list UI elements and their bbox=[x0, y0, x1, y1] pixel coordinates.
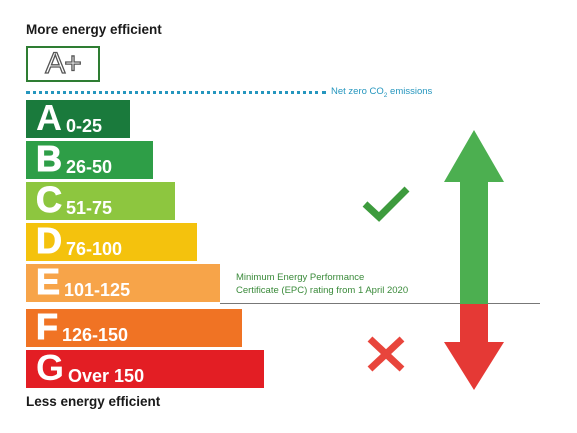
minimum-epc-line-2: Certificate (EPC) rating from 1 April 20… bbox=[236, 285, 409, 296]
band-letter: F bbox=[36, 306, 59, 347]
minimum-epc-line-1: Minimum Energy Performance bbox=[236, 272, 365, 283]
band-range: Over 150 bbox=[68, 366, 145, 386]
band-range: 101-125 bbox=[64, 280, 131, 300]
band-e: E 101-125 bbox=[26, 261, 220, 302]
band-letter: A bbox=[36, 97, 62, 138]
band-g: G Over 150 bbox=[26, 350, 264, 388]
arrow-up-icon bbox=[444, 130, 504, 305]
band-letter: B bbox=[36, 138, 63, 179]
band-f: F 126-150 bbox=[26, 306, 242, 347]
band-range: 126-150 bbox=[62, 325, 129, 345]
band-c: C 51-75 bbox=[26, 179, 175, 220]
aplus-label: A+ bbox=[45, 47, 83, 80]
band-letter: C bbox=[36, 179, 63, 220]
check-icon bbox=[362, 186, 410, 222]
band-range: 76-100 bbox=[66, 239, 123, 259]
band-b: B 26-50 bbox=[26, 138, 153, 179]
cross-icon bbox=[367, 336, 405, 372]
less-efficient-label: Less energy efficient bbox=[26, 394, 161, 409]
net-zero-dotted-line bbox=[26, 91, 326, 94]
minimum-epc-note: Minimum Energy Performance Certificate (… bbox=[236, 271, 408, 297]
band-letter: E bbox=[35, 261, 61, 302]
band-range: 0-25 bbox=[66, 116, 103, 136]
more-efficient-label: More energy efficient bbox=[26, 22, 162, 37]
band-range: 51-75 bbox=[66, 198, 113, 218]
minimum-threshold-line bbox=[220, 303, 540, 304]
net-zero-label: Net zero CO2 emissions bbox=[331, 86, 433, 99]
arrow-down-icon bbox=[444, 304, 504, 390]
band-d: D 76-100 bbox=[26, 220, 197, 261]
band-range: 26-50 bbox=[66, 157, 113, 177]
band-a: A 0-25 bbox=[26, 100, 130, 138]
band-letter: D bbox=[36, 220, 63, 261]
aplus-rating-box: A+ bbox=[26, 46, 100, 82]
band-letter: G bbox=[36, 347, 65, 388]
